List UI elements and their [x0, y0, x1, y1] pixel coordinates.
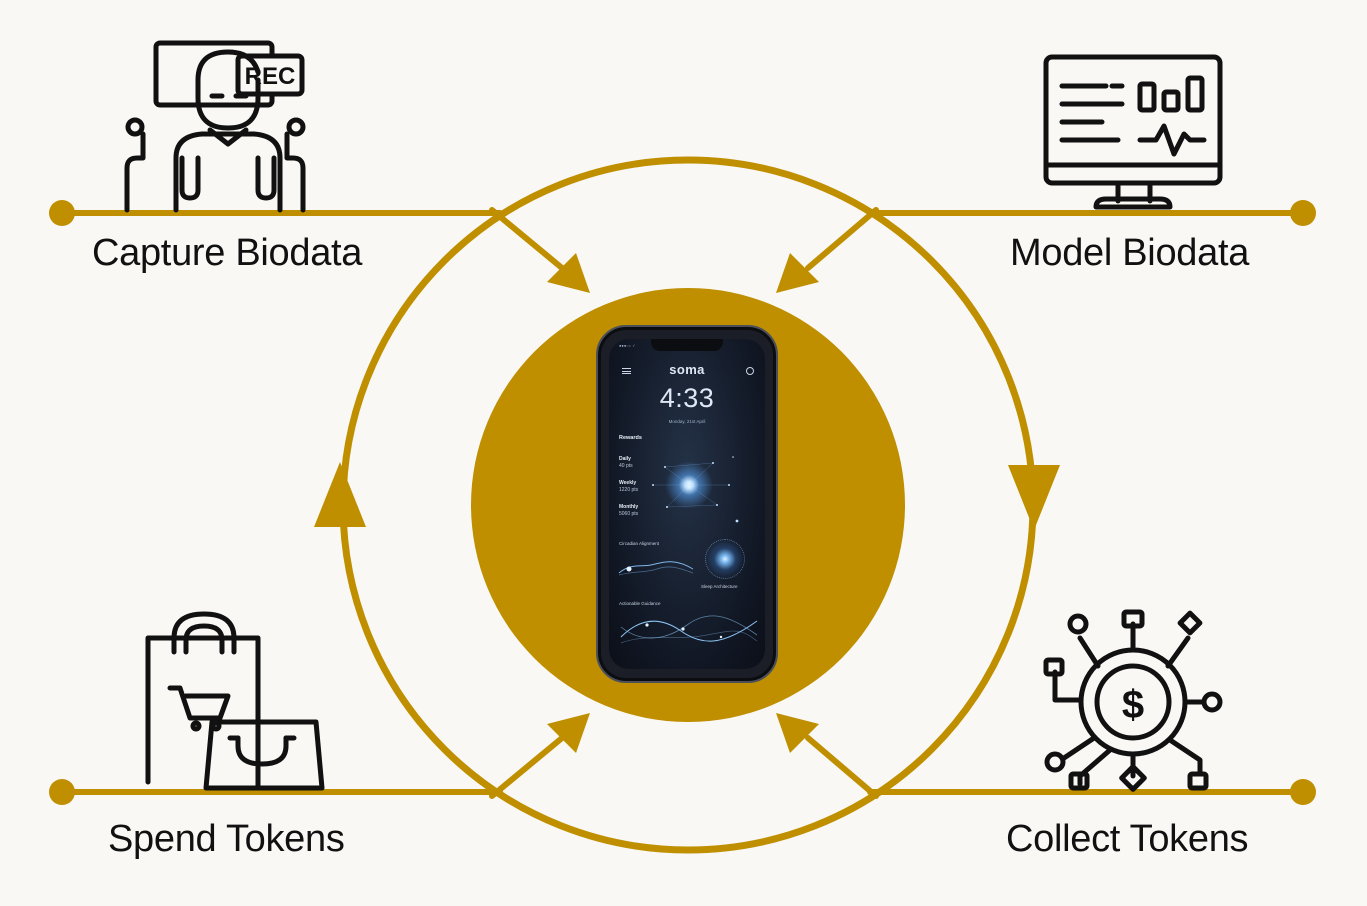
feeder-top-right: [805, 207, 879, 271]
rewards-orb: [665, 461, 713, 509]
phone-notch: [651, 339, 723, 351]
clock-date: Monday, 21st April: [668, 419, 706, 424]
reward-points: 40 pts: [619, 463, 633, 469]
dollar-network-icon: $: [1043, 609, 1223, 792]
feeder-bottom-left: [489, 735, 565, 799]
phone-screen: ●●●○○ ✓ soma 4:33 Monday, 21st April Rew…: [609, 339, 765, 669]
rail-dot: [1290, 779, 1316, 805]
reward-points: 1220 pts: [619, 487, 639, 493]
feeder-bottom-right: [805, 735, 879, 799]
rewards-title: Rewards: [619, 435, 642, 441]
circadian-title: Circadian Alignment: [619, 541, 660, 546]
stage-label-capture: Capture Biodata: [92, 232, 363, 274]
person-recording-icon: REC: [124, 40, 306, 213]
phone-mockup: ●●●○○ ✓ soma 4:33 Monday, 21st April Rew…: [596, 325, 778, 683]
arrowhead: [776, 713, 819, 753]
reward-name: Monthly: [619, 504, 639, 510]
app-name: soma: [669, 362, 705, 377]
guidance-chart: [620, 615, 758, 644]
feeder-top-left: [489, 207, 565, 271]
arrowhead: [547, 713, 590, 753]
arrowhead: [547, 253, 590, 293]
status-bar-icon: ●●●○○ ✓: [619, 343, 636, 348]
svg-text:REC: REC: [245, 63, 296, 90]
rewards-network-graphic: [652, 456, 739, 523]
ring-arrow-left: [314, 462, 366, 527]
reward-name: Weekly: [619, 480, 637, 486]
stage-label-spend: Spend Tokens: [108, 818, 345, 860]
sleep-orb: [705, 539, 745, 579]
ring-arrow-right: [1008, 465, 1060, 530]
rail-dot: [49, 200, 75, 226]
rail-dot: [1290, 200, 1316, 226]
monitor-analytics-icon: [1043, 54, 1223, 210]
shopping-bags-icon: [145, 611, 325, 791]
guidance-title: Actionable Guidance: [619, 601, 661, 606]
reward-name: Daily: [619, 456, 631, 462]
circadian-wave: [618, 561, 694, 576]
arrowhead: [776, 253, 819, 293]
menu-icon: [622, 368, 631, 374]
svg-text:$: $: [1122, 683, 1144, 727]
clock-time: 4:33: [659, 383, 715, 413]
rail-dot: [49, 779, 75, 805]
reward-points: 5060 pts: [619, 511, 639, 517]
stage-label-model: Model Biodata: [1010, 232, 1250, 274]
sleep-title: Sleep Architecture: [701, 584, 738, 589]
settings-icon: [746, 367, 754, 375]
stage-label-collect: Collect Tokens: [1006, 818, 1249, 860]
